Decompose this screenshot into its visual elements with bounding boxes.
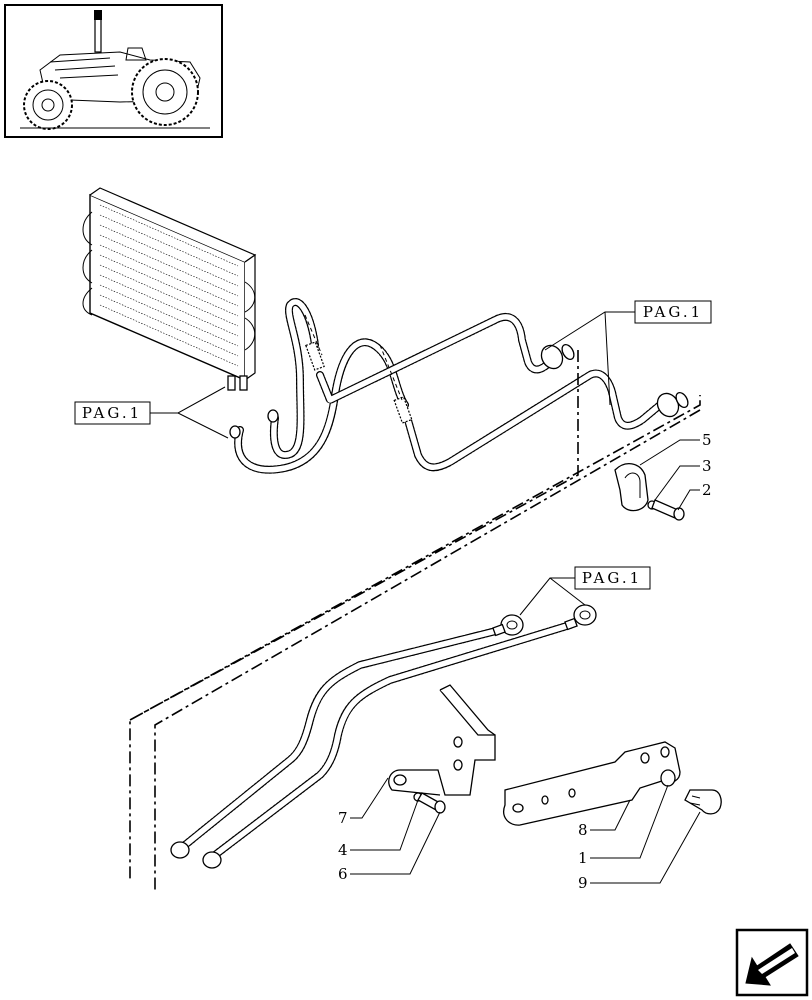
callout-1: 1	[578, 849, 588, 867]
reference-label-left[interactable]: PAG.1	[74, 401, 151, 425]
bracket-left	[388, 684, 496, 814]
callout-5: 5	[702, 431, 712, 449]
reference-label-top-right[interactable]: PAG.1	[634, 300, 712, 324]
svg-text:PAG.1: PAG.1	[643, 303, 703, 321]
callout-4: 4	[338, 841, 348, 859]
callout-3: 3	[702, 457, 712, 475]
svg-text:PAG.1: PAG.1	[82, 404, 142, 422]
pipe-clamp-assembly	[614, 463, 685, 521]
boundary-lines	[129, 350, 701, 892]
bracket-right	[503, 741, 722, 826]
svg-text:PAG.1: PAG.1	[582, 569, 642, 587]
callout-9: 9	[578, 874, 588, 892]
callout-leaders	[350, 439, 701, 884]
callout-2: 2	[702, 481, 712, 499]
reference-leaders	[150, 311, 635, 616]
lower-pipe-assembly	[170, 604, 597, 869]
tractor-thumbnail-icon[interactable]	[4, 4, 223, 138]
callout-8: 8	[578, 821, 588, 839]
upper-hose-assembly	[229, 298, 689, 474]
page-back-arrow-icon[interactable]	[735, 928, 809, 997]
oil-cooler	[82, 187, 257, 391]
callout-6: 6	[338, 865, 348, 883]
reference-label-middle[interactable]: PAG.1	[574, 566, 651, 590]
callout-7: 7	[338, 809, 348, 827]
